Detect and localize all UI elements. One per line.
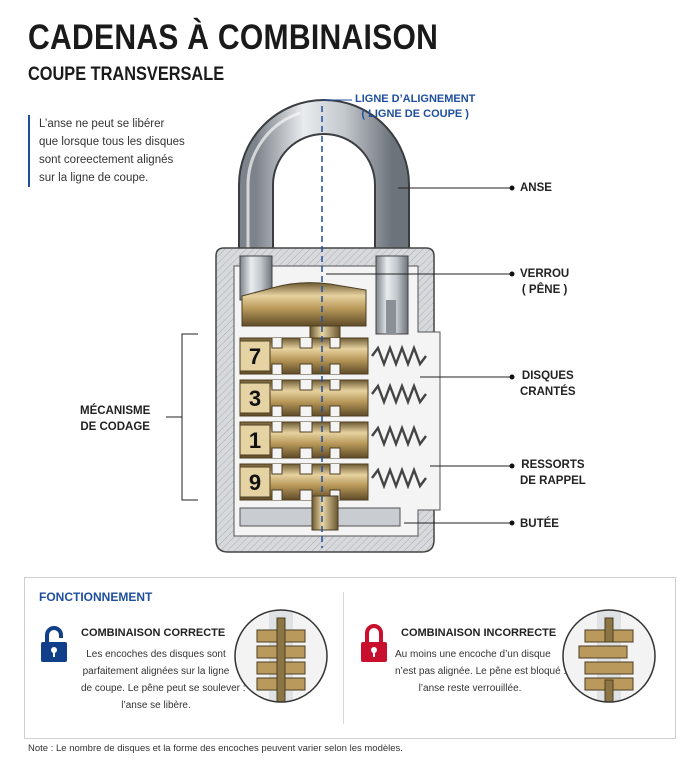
alignment-label-line: ( LIGNE DE COUPE ): [361, 108, 469, 120]
text-line: de coupe. Le pêne peut se soulever :: [81, 683, 246, 694]
intro-text: L’anse ne peut se libérer que lorsque to…: [28, 115, 204, 187]
intro-line: sur la ligne de coupe.: [39, 172, 149, 184]
panel-title: FONCTIONNEMENT: [39, 590, 153, 604]
label-text: DE CODAGE: [80, 421, 150, 433]
label-mechanism: MÉCANISME DE CODAGE: [80, 403, 150, 435]
label-bolt: VERROU ( PÊNE ): [520, 266, 569, 298]
dial-digit: 7: [249, 344, 261, 369]
incorrect-combination-text: Au moins une encoche d’un disque n’est p…: [395, 646, 567, 697]
correct-combination-text: Les encoches des disques sont parfaiteme…: [81, 646, 246, 714]
dial-digit: 3: [249, 386, 261, 411]
text-line: n’est pas alignée. Le pêne est bloqué :: [395, 666, 567, 677]
unlocked-padlock-icon: [41, 626, 67, 662]
text-line: l’anse reste verrouillée.: [418, 683, 522, 694]
leader-lines: [166, 187, 512, 524]
label-stop: BUTÉE: [520, 516, 559, 532]
dial-digit: 1: [249, 428, 261, 453]
text-line: l’anse se libère.: [121, 700, 191, 711]
locked-padlock-icon: [361, 624, 387, 662]
text-line: Les encoches des disques sont: [86, 649, 226, 660]
panel-divider: [343, 592, 344, 724]
intro-line: sont coreectement alignés: [39, 154, 174, 166]
stop: [239, 495, 401, 531]
notched-discs: [239, 337, 369, 501]
page-subtitle: COUPE TRANSVERSALE: [28, 64, 225, 85]
dial-windows: 7 3 1 9: [239, 340, 271, 498]
label-shackle: ANSE: [520, 180, 552, 196]
operation-panel: FONCTIONNEMENT COMBINAISON CORRECTE Les …: [24, 577, 676, 739]
footnote: Note : Le nombre de disques et la forme …: [28, 743, 403, 754]
label-springs: RESSORTS DE RAPPEL: [520, 457, 586, 489]
intro-line: que lorsque tous les disques: [39, 136, 185, 148]
alignment-label-line: LIGNE D’ALIGNEMENT: [355, 93, 476, 105]
return-springs: [371, 344, 427, 490]
bolt: [241, 282, 367, 341]
shackle: [238, 99, 410, 290]
page-title: CADENAS À COMBINAISON: [28, 18, 439, 57]
aligned-discs-detail: [234, 609, 328, 703]
misaligned-discs-detail: [562, 609, 656, 703]
label-text: RESSORTS: [521, 459, 585, 471]
text-line: Au moins une encoche d’un disque: [395, 649, 551, 660]
label-discs: DISQUES CRANTÉS: [520, 368, 576, 400]
dial-digit: 9: [249, 470, 261, 495]
label-text: DE RAPPEL: [520, 475, 586, 487]
disc: [239, 421, 369, 459]
intro-line: L’anse ne peut se libérer: [39, 118, 165, 130]
correct-combination-title: COMBINAISON CORRECTE: [81, 627, 226, 639]
label-text: DISQUES: [521, 370, 574, 382]
text-line: parfaitement alignées sur la ligne: [82, 666, 230, 677]
label-text: VERROU: [520, 268, 570, 280]
label-text: ( PÊNE ): [521, 284, 568, 296]
alignment-line-label: LIGNE D’ALIGNEMENT ( LIGNE DE COUPE ): [355, 92, 475, 122]
padlock-cross-section: 7 3 1 9: [166, 99, 515, 553]
label-text: MÉCANISME: [80, 405, 151, 417]
disc: [239, 379, 369, 417]
label-text: BUTÉE: [520, 518, 559, 530]
incorrect-combination-title: COMBINAISON INCORRECTE: [401, 627, 557, 639]
label-text: CRANTÉS: [520, 386, 576, 398]
label-text: ANSE: [520, 182, 552, 194]
disc: [239, 463, 369, 501]
